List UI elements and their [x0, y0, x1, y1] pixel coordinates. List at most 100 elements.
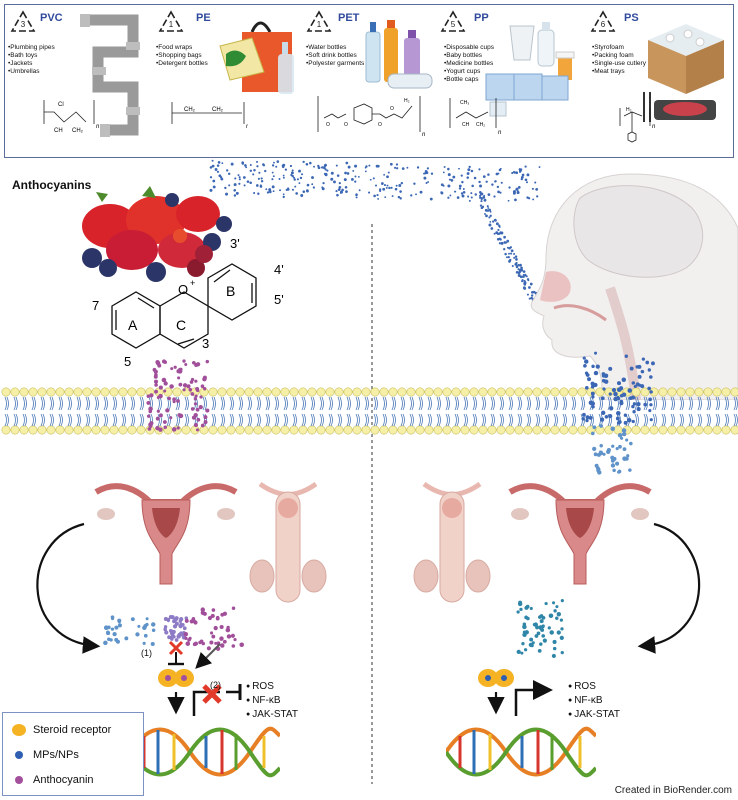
mps-swatch [15, 751, 23, 759]
ring-b-label: B [226, 283, 235, 299]
mps-particle [311, 176, 314, 179]
mps-particle [590, 385, 595, 389]
lipid-head [640, 425, 650, 435]
mps-particle [631, 419, 635, 424]
lipid-tail [598, 396, 603, 427]
mps-particle [637, 374, 642, 379]
lipid-head [181, 425, 191, 435]
mps-particle [271, 185, 275, 189]
anthocyanin-particle [185, 641, 191, 646]
mps-particle [521, 642, 525, 646]
mps-particle [209, 166, 213, 169]
mps-particle [538, 166, 541, 169]
lipid-tail [364, 396, 369, 427]
mps-particle [117, 618, 122, 623]
mps-particle [611, 387, 617, 393]
mps-particle [394, 166, 397, 169]
mps-particle [284, 168, 288, 171]
lipid-tail [13, 396, 18, 427]
pipes-illustration [80, 14, 140, 137]
lipid-tail [121, 396, 126, 427]
mps-particle [602, 387, 606, 391]
mps-particle [352, 169, 355, 172]
mps-particle [522, 624, 527, 630]
mps-particle [494, 180, 497, 183]
lipid-head [316, 425, 326, 435]
mps-particle [313, 165, 315, 168]
anthocyanin-particle [196, 417, 201, 422]
lipid-tail [472, 396, 477, 427]
mps-particle [594, 351, 598, 355]
use-item: Medicine bottles [444, 60, 494, 68]
lipid-head [514, 387, 524, 397]
anthocyanin-particle [169, 416, 173, 420]
lipid-tail [346, 396, 351, 427]
lipid-tail [508, 396, 513, 427]
anthocyanin-particle [200, 384, 205, 389]
mps-particle [626, 454, 630, 458]
mps-particle [520, 651, 524, 655]
mps-particle [447, 173, 451, 177]
mps-particle [497, 190, 500, 194]
lipid-head [658, 387, 668, 397]
lipid-head [73, 387, 83, 397]
mps-particle [387, 171, 390, 174]
mps-particle [150, 641, 155, 647]
mps-particle [456, 196, 460, 199]
anthocyanin-particle [156, 396, 160, 400]
lipid-head [442, 387, 452, 397]
mps-particle [256, 160, 259, 163]
lipid-head [550, 425, 560, 435]
anthocyanin-particle [220, 643, 225, 648]
bags-illustration [219, 21, 294, 94]
mps-particle [238, 178, 241, 181]
lipid-head [235, 387, 245, 397]
lipid-head [406, 425, 416, 435]
anthocyanin-particle [187, 638, 191, 642]
use-item: Jackets [8, 60, 55, 68]
lipid-tail [58, 396, 63, 427]
mps-particle [357, 175, 360, 178]
mps-particle [553, 609, 557, 613]
plastic-uses-pet: Water bottles Soft drink bottles Polyest… [306, 44, 364, 68]
lipid-head [55, 387, 65, 397]
mps-particle [473, 176, 477, 180]
mps-particle [526, 293, 529, 296]
mps-particle [517, 601, 523, 607]
lipid-head [64, 425, 74, 435]
anthocyanin-particle [170, 367, 174, 371]
lipid-head [577, 387, 587, 397]
mps-particle [470, 192, 473, 195]
mps-particle [535, 188, 539, 191]
lipid-tail [409, 396, 414, 427]
mps-particle [241, 161, 245, 165]
mps-particle [508, 252, 510, 255]
mixed-particle [174, 638, 179, 642]
mps-particle [212, 179, 216, 183]
lipid-tail [373, 396, 378, 427]
lipid-head [523, 387, 533, 397]
mps-particle [487, 173, 490, 176]
lipid-head [208, 425, 218, 435]
lipid-head [46, 387, 56, 397]
lipid-head [685, 387, 695, 397]
lipid-head [433, 387, 443, 397]
mps-particle [483, 198, 487, 202]
mps-particle [228, 184, 231, 187]
anthocyanin-particle [161, 377, 167, 383]
legend: Steroid receptor MPs/NPs Anthocyanin [2, 712, 144, 796]
mps-particle [536, 631, 541, 636]
lipid-head [109, 425, 119, 435]
mps-particle [209, 176, 213, 179]
lipid-head [712, 387, 722, 397]
anthocyanin-particle [195, 388, 200, 393]
use-item: Disposable cups [444, 44, 494, 52]
mps-particle [551, 653, 556, 659]
mps-particle [378, 188, 382, 191]
mps-particle [458, 167, 460, 170]
left-targets: ROS NF-κB JAK-STAT [246, 680, 298, 722]
mps-particle [211, 164, 215, 168]
mps-particle [500, 231, 504, 235]
lipid-head [280, 387, 290, 397]
mps-particle [548, 613, 554, 618]
